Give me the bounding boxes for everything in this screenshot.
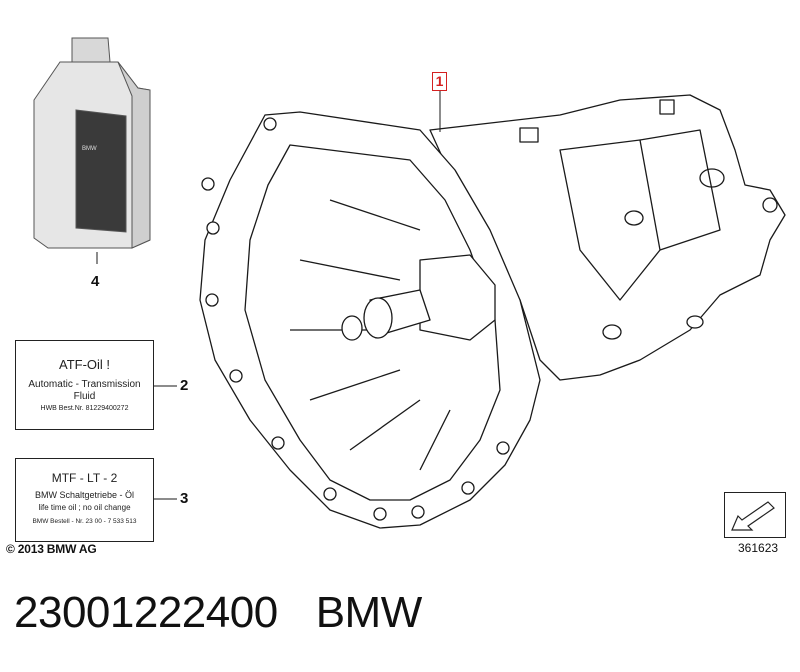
atf-label-line3: HWB Best.Nr. 81229400272 — [40, 405, 129, 412]
atf-label-line2: Fluid — [73, 391, 96, 402]
bottle-brand-text: BMW — [82, 146, 97, 152]
arrow-direction-icon — [724, 492, 786, 538]
copyright: © 2013 BMW AG — [6, 542, 97, 556]
brand-name: BMW — [315, 588, 423, 637]
mtf-lt2-label: MTF - LT - 2 BMW Schaltgetriebe - Öl lif… — [15, 458, 154, 542]
mtf-label-line1: BMW Schaltgetriebe - Öl — [34, 490, 135, 500]
part-number: 23001222400 — [14, 588, 278, 637]
atf-label-line1: Automatic - Transmission — [28, 379, 141, 390]
mtf-label-line3: BMW Bestell - Nr. 23 00 - 7 533 513 — [32, 518, 137, 525]
callout-3[interactable]: 3 — [180, 490, 189, 507]
mtf-label-title: MTF - LT - 2 — [51, 471, 118, 485]
diagram-number: 361623 — [738, 541, 779, 555]
footer-part-info: 23001222400 BMW — [14, 588, 422, 638]
atf-oil-label: ATF-Oil ! Automatic - Transmission Fluid… — [15, 340, 154, 430]
callout-2[interactable]: 2 — [180, 377, 189, 394]
atf-label-title: ATF-Oil ! — [58, 357, 111, 372]
callout-1[interactable]: 1 — [432, 72, 447, 91]
callout-4[interactable]: 4 — [91, 273, 100, 290]
mtf-label-line2: life time oil ; no oil change — [38, 503, 131, 512]
